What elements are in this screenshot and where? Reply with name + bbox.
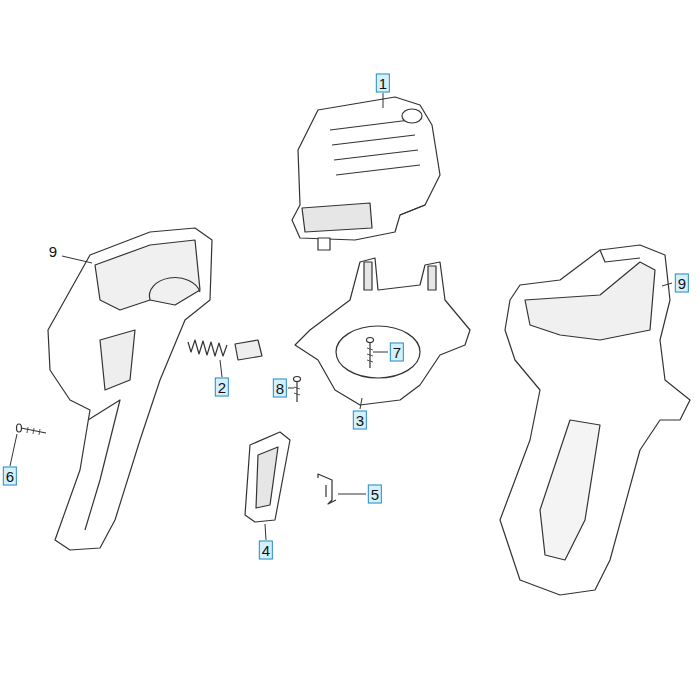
callout-number: 6	[3, 467, 17, 486]
callout-number: 4	[259, 541, 273, 560]
callout-number: 9	[675, 274, 689, 293]
callout-number: 2	[215, 378, 229, 397]
handle-half-right	[500, 245, 690, 595]
callout-number: 9	[48, 243, 58, 260]
callout-number: 1	[376, 74, 390, 93]
callout-number: 3	[353, 411, 367, 430]
top-cover	[292, 97, 440, 250]
wire-spring	[318, 474, 336, 504]
screw	[367, 338, 374, 369]
slider	[245, 432, 290, 522]
callout-number: 7	[390, 343, 404, 362]
callout-number: 5	[368, 485, 382, 504]
screw	[17, 424, 47, 435]
callout-number: 8	[273, 379, 287, 398]
spring-and-block	[188, 340, 262, 360]
bracket	[295, 258, 470, 405]
handle-half-left	[48, 228, 212, 550]
leader-lines	[10, 93, 672, 540]
screw	[294, 377, 301, 403]
